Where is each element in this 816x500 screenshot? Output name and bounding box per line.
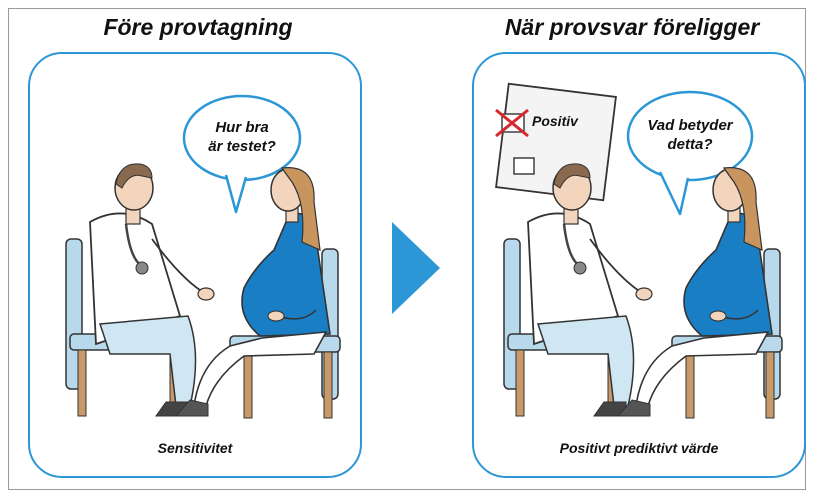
after-result-panel: Positiv Vad betyder detta? xyxy=(472,52,806,478)
consultation-scene: Hur bra är testet? xyxy=(65,94,341,419)
speech-bubble: Hur bra är testet? xyxy=(182,94,302,214)
empty-checkbox xyxy=(513,157,535,175)
before-sampling-panel: Hur bra är testet? xyxy=(28,52,362,478)
right-heading: När provsvar föreligger xyxy=(504,14,760,40)
left-caption: Sensitivitet xyxy=(157,440,233,456)
pregnant-patient-figure xyxy=(174,167,331,417)
speech-bubble: Vad betyder detta? xyxy=(626,90,754,216)
speech-line-1: Vad betyder xyxy=(647,117,733,134)
speech-line-2: detta? xyxy=(668,136,713,153)
consultation-scene: Positiv Vad betyder detta? xyxy=(495,82,783,419)
right-caption: Positivt prediktivt värde xyxy=(559,440,719,456)
pregnant-patient-figure xyxy=(616,167,773,417)
speech-line-2: är testet? xyxy=(208,138,276,155)
speech-line-1: Hur bra xyxy=(215,119,268,136)
cross-mark-icon xyxy=(495,108,529,138)
transition-arrow-icon xyxy=(392,222,440,314)
left-heading: Före provtagning xyxy=(103,14,293,40)
doctor-figure xyxy=(89,163,215,417)
doctor-figure xyxy=(527,163,653,417)
result-option-label: Positiv xyxy=(532,113,579,129)
